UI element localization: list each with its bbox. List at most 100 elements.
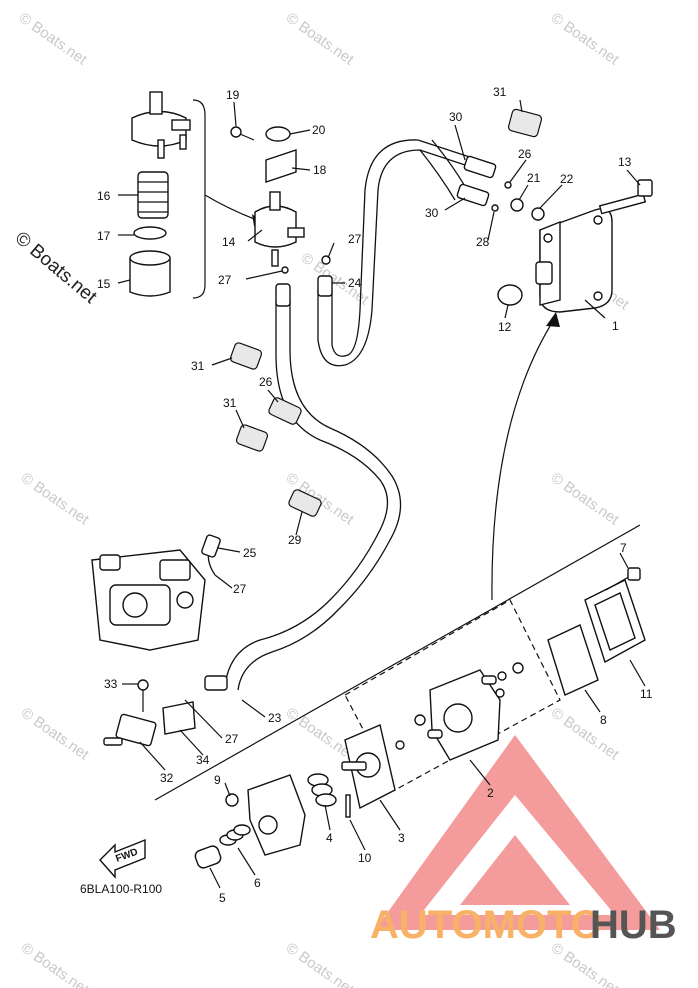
automotohub-logo: AUTOMOTO HUB (370, 735, 677, 947)
collar-21 (510, 198, 524, 212)
callout-6: 6 (254, 876, 261, 890)
callout-20: 20 (312, 123, 326, 137)
callout-3: 3 (398, 831, 405, 845)
watermark-text: © Boats.net (18, 939, 93, 988)
fuel-joint-32 (103, 713, 157, 747)
callout-17: 17 (97, 229, 111, 243)
callout-22: 22 (560, 172, 574, 186)
callout-24: 24 (348, 276, 362, 290)
callout-7: 7 (620, 541, 627, 555)
leader-lines (117, 99, 646, 889)
callout-34: 34 (196, 753, 210, 767)
pin-10 (345, 794, 351, 818)
callout-9: 9 (214, 773, 221, 787)
collar-20 (265, 126, 291, 142)
watermark-text: © Boats.net (18, 704, 93, 763)
callout-31c: 31 (223, 396, 237, 410)
side-watermark: © Boats.net (11, 228, 101, 309)
callout-27c: 27 (233, 582, 247, 596)
callout-25: 25 (243, 546, 257, 560)
hose-end-30a (463, 155, 497, 179)
assembly-arrow (491, 317, 556, 601)
callout-32: 32 (160, 771, 174, 785)
clip-28 (491, 204, 499, 212)
spring-4 (307, 773, 337, 807)
callout-1: 1 (612, 319, 619, 333)
fuel-cock-14 (254, 191, 305, 267)
bolt-13 (598, 179, 653, 215)
clamp-31b (235, 424, 269, 452)
clip-18 (265, 149, 297, 183)
callout-31b: 31 (191, 359, 205, 373)
screw-33 (137, 679, 149, 712)
fuel-pump-1 (535, 208, 613, 313)
watermark-text: © Boats.net (283, 939, 358, 988)
callout-27b: 27 (218, 273, 232, 287)
callout-15: 15 (97, 277, 111, 291)
hose-end-30b (456, 183, 490, 207)
clamp-31a (229, 342, 263, 370)
plunger-5 (194, 845, 222, 869)
clamp-31c (507, 108, 543, 138)
hose-end-25 (201, 534, 221, 558)
watermark-text: © Boats.net (548, 704, 623, 763)
clip-26b (504, 181, 512, 189)
clamp-29 (288, 489, 322, 517)
watermark-text: © Boats.net (283, 9, 358, 68)
spring-6 (219, 824, 251, 846)
hose-end-23 (204, 675, 228, 691)
callout-18: 18 (313, 163, 327, 177)
callout-23: 23 (268, 711, 282, 725)
gasket-8 (547, 624, 599, 696)
callout-10: 10 (358, 851, 372, 865)
filter-cup (129, 250, 171, 297)
callout-8: 8 (600, 713, 607, 727)
callout-29: 29 (288, 533, 302, 547)
callout-31a: 31 (493, 85, 507, 99)
callout-21: 21 (527, 171, 541, 185)
hose-end-24b (317, 275, 333, 297)
callout-2: 2 (487, 786, 494, 800)
callout-11: 11 (640, 687, 653, 701)
callout-30b: 30 (425, 206, 439, 220)
watermark-text: © Boats.net (548, 9, 623, 68)
callout-5: 5 (219, 891, 226, 905)
callout-12: 12 (498, 320, 512, 334)
watermark-text: © Boats.net (16, 9, 91, 68)
hose-end-24a (275, 283, 291, 307)
callout-30a: 30 (449, 110, 463, 124)
diagram-code: 6BLA100-R100 (80, 882, 162, 896)
logo-text-automoto: AUTOMOTO (370, 903, 602, 947)
callout-26b: 26 (259, 375, 273, 389)
callout-16: 16 (97, 189, 111, 203)
callouts: 1 2 3 4 5 6 7 8 9 10 11 12 13 14 15 16 1… (97, 85, 653, 905)
nut-9 (225, 793, 239, 807)
diaphragm-3 (341, 724, 396, 810)
o-ring-12 (497, 284, 523, 306)
clip-27b (281, 266, 289, 274)
screw-7 (605, 567, 641, 591)
callout-33: 33 (104, 677, 118, 691)
gasket-34 (162, 701, 196, 735)
cover-11 (584, 579, 646, 664)
callout-27a: 27 (348, 232, 362, 246)
pump-body-2 (395, 662, 524, 761)
screw-19 (230, 126, 255, 141)
callout-28: 28 (476, 235, 490, 249)
watermark-text: © Boats.net (283, 704, 358, 763)
section-divider (154, 524, 641, 801)
watermark-text: © Boats.net (18, 469, 93, 528)
watermark-text: © Boats.net (548, 469, 623, 528)
callout-13: 13 (618, 155, 632, 169)
hose-paths (207, 139, 486, 691)
callout-4: 4 (326, 831, 333, 845)
logo-text-hub: HUB (590, 903, 677, 947)
logo-triangle-core (460, 835, 570, 905)
filter-element (137, 171, 169, 219)
callout-26a: 26 (518, 147, 532, 161)
nut-22 (531, 207, 545, 221)
pump-housing (247, 774, 306, 856)
petcock-top (131, 91, 191, 159)
fwd-arrow: FWD (99, 838, 146, 879)
